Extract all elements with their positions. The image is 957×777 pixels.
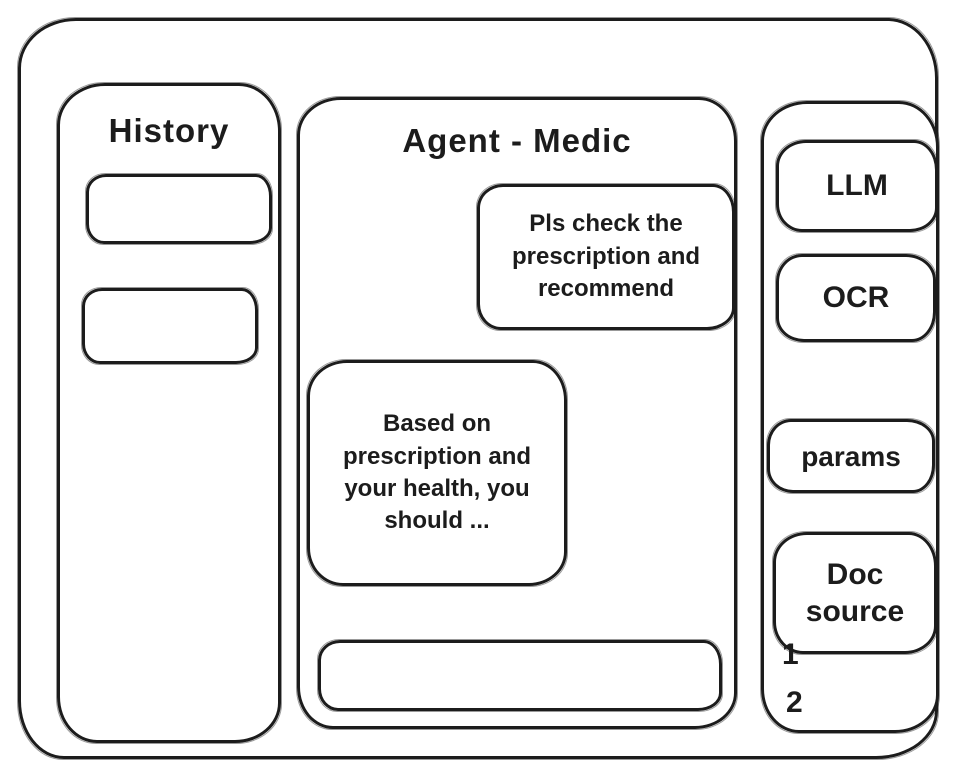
llm-button[interactable]: LLM	[775, 139, 939, 233]
assistant-message-text: Based on prescription and your health, y…	[342, 410, 532, 535]
app-frame: History Agent - Medic Pls check the pres…	[17, 17, 940, 760]
assistant-message-bubble: Based on prescription and your health, y…	[306, 359, 568, 587]
history-item[interactable]	[81, 287, 259, 365]
user-message-text: Pls check the prescription and recommend	[511, 210, 701, 303]
params-button[interactable]: params	[766, 418, 936, 494]
history-item[interactable]	[85, 173, 273, 245]
message-input[interactable]	[321, 643, 719, 708]
doc-source-button[interactable]: Doc source	[772, 531, 938, 655]
history-title: History	[108, 112, 230, 149]
message-input-box[interactable]	[317, 639, 723, 712]
params-button-label: params	[801, 440, 901, 472]
chat-panel: Agent - Medic Pls check the prescription…	[296, 96, 738, 730]
llm-button-label: LLM	[826, 169, 888, 203]
doc-source-button-label: Doc source	[805, 557, 905, 629]
ocr-button[interactable]: OCR	[775, 253, 937, 343]
history-panel: History	[56, 82, 282, 744]
doc-source-item-1[interactable]: 1	[782, 638, 799, 671]
tools-panel: LLM OCR params Doc source 1 2	[760, 100, 940, 734]
user-message-bubble: Pls check the prescription and recommend	[476, 183, 736, 331]
ocr-button-label: OCR	[822, 281, 890, 315]
page-title: Agent - Medic	[402, 122, 632, 159]
doc-source-item-2[interactable]: 2	[786, 686, 803, 719]
